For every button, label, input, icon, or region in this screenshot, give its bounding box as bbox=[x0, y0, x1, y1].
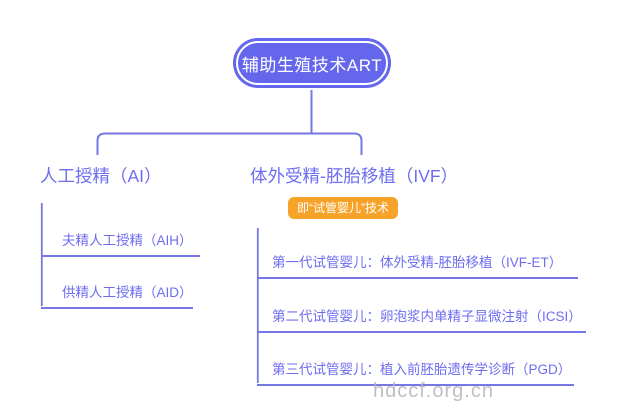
ivf-badge[interactable]: 即“试管婴儿”技术 bbox=[288, 197, 398, 219]
node-aid[interactable]: 供精人工授精（AID） bbox=[41, 281, 193, 309]
node-ivf-et[interactable]: 第一代试管婴儿：体外受精-胚胎移植（IVF-ET） bbox=[257, 251, 578, 279]
node-aih[interactable]: 夫精人工授精（AIH） bbox=[41, 229, 200, 257]
branch-title-ivf[interactable]: 体外受精-胚胎移植（IVF） bbox=[250, 166, 459, 186]
root-node-label: 辅助生殖技术ART bbox=[241, 55, 383, 75]
branch-title-ai[interactable]: 人工授精（AI） bbox=[40, 166, 162, 186]
node-pgd[interactable]: 第三代试管婴儿：植入前胚胎遗传学诊断（PGD） bbox=[257, 358, 574, 386]
node-icsi[interactable]: 第二代试管婴儿：卵泡浆内单精子显微注射（ICSI） bbox=[257, 305, 586, 333]
watermark: hdccf.org.cn bbox=[373, 380, 494, 402]
root-node[interactable]: 辅助生殖技术ART bbox=[233, 38, 391, 88]
